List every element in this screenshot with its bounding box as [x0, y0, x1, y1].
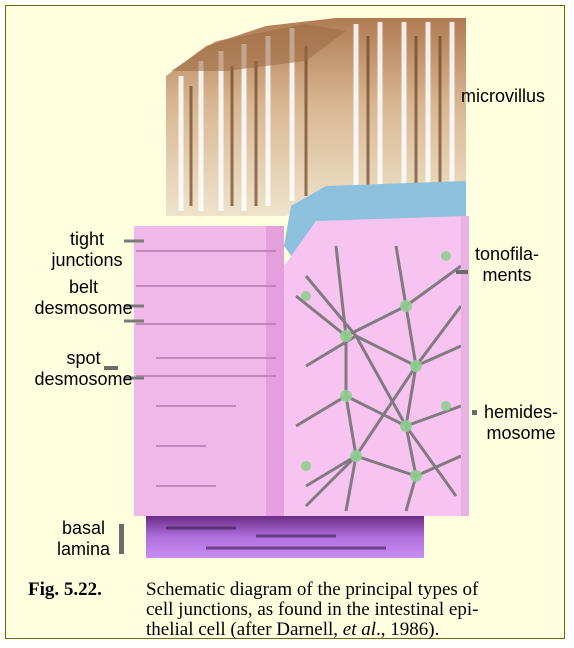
caption-line-3-post: ., 1986). — [376, 619, 439, 640]
left-epithelial-cell — [124, 226, 284, 516]
figure-number: Fig. 5.22. — [28, 580, 146, 600]
label-spot-desmosome: spot desmosome — [31, 348, 136, 390]
figure-frame: microvillus tight junctions belt desmoso… — [5, 5, 565, 639]
caption-line-3-pre: thelial cell (after Darnell, — [146, 619, 343, 640]
label-hemidesmosome: hemides- mosome — [476, 402, 566, 444]
label-belt-desmosome: belt desmosome — [31, 277, 136, 319]
caption-line-2: cell junctions, as found in the intestin… — [28, 600, 558, 620]
label-microvillus: microvillus — [461, 86, 545, 107]
label-basal-lamina: basal lamina — [46, 518, 121, 560]
right-epithelial-cell — [284, 216, 469, 516]
caption-line-1: Schematic diagram of the principal types… — [146, 579, 478, 600]
figure-caption: Fig. 5.22.Schematic diagram of the princ… — [28, 580, 558, 640]
tonofilaments-marker — [456, 270, 468, 274]
caption-italic-et-al: et al — [343, 619, 376, 640]
caption-line-3: thelial cell (after Darnell, et al., 198… — [28, 620, 558, 640]
label-tight-junctions: tight junctions — [48, 229, 126, 271]
label-tonofilaments: tonofila- ments — [468, 244, 546, 286]
